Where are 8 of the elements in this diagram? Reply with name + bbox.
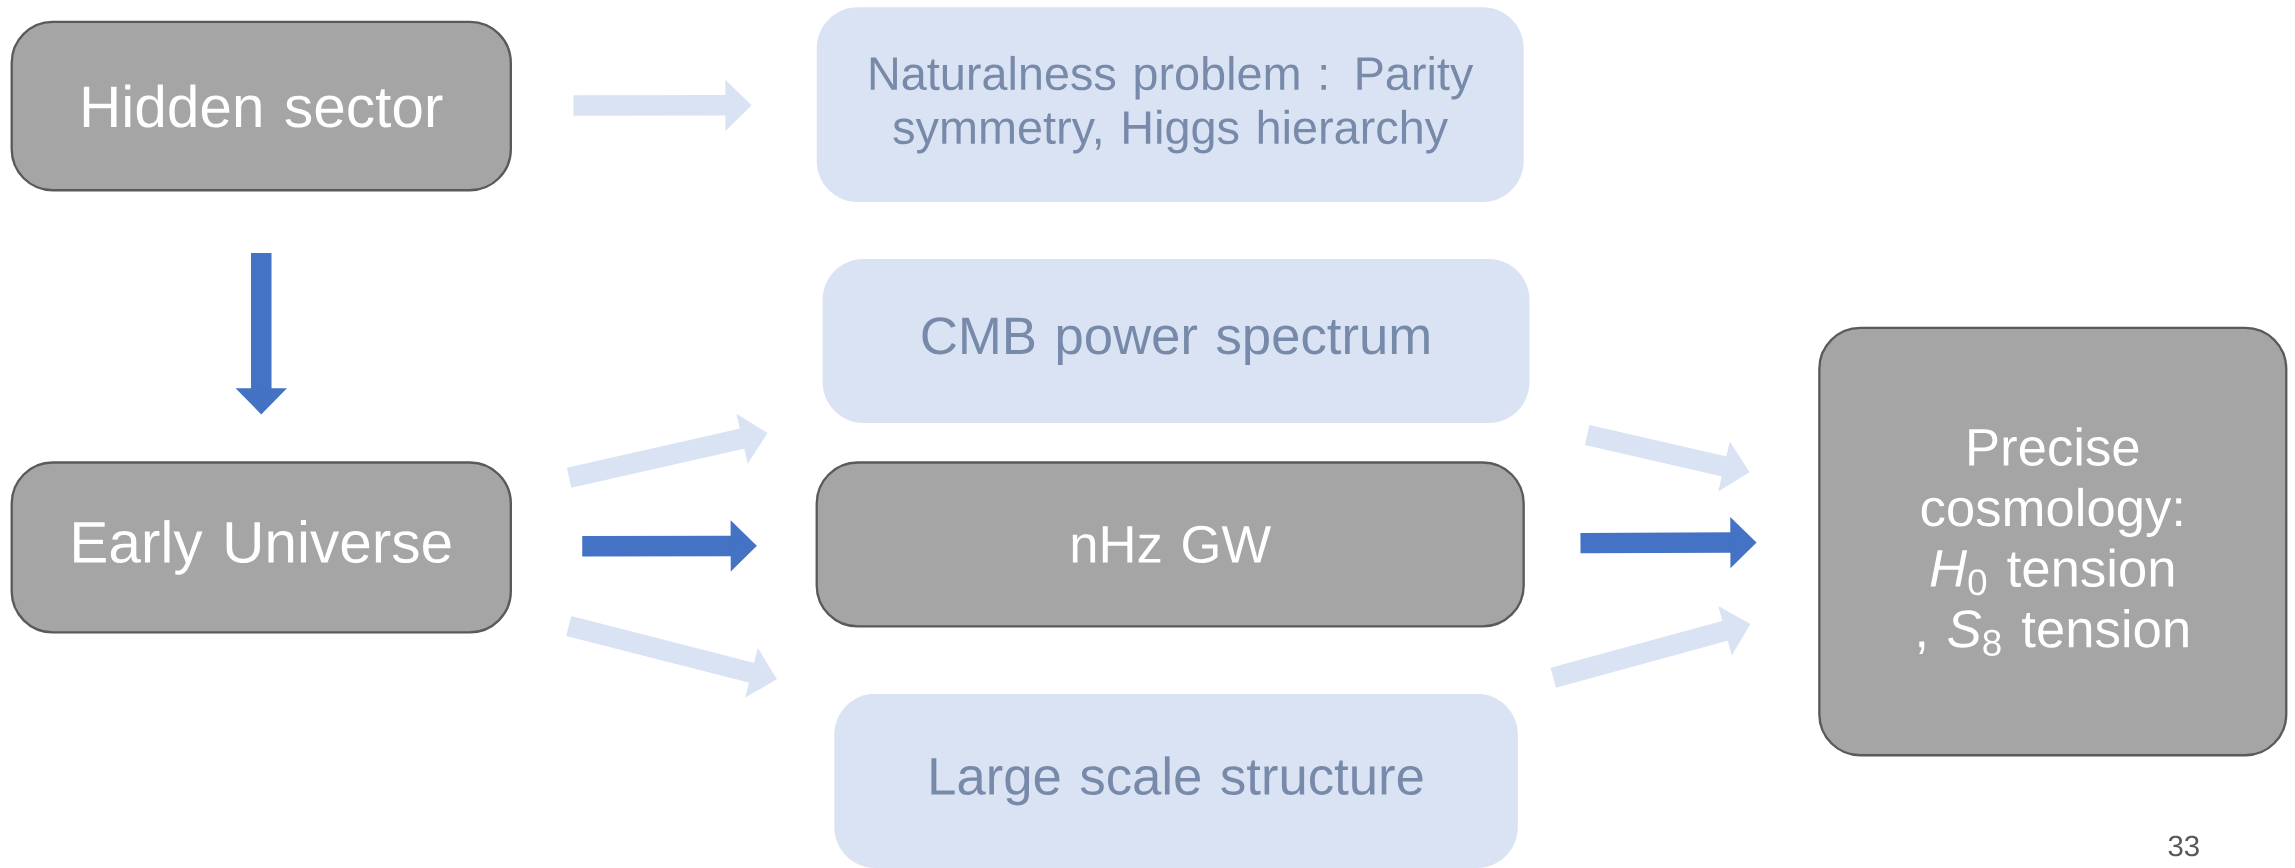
faded-box: Naturalness problem : Parity symmetry, Higgs hierarchy xyxy=(816,7,1524,202)
process-box: Hidden sector xyxy=(10,20,512,192)
process-box: Precise cosmology: H$_{0}$ tension , S$_{8}$ tension xyxy=(1818,326,2288,757)
page-number: 33 xyxy=(2168,835,2199,857)
faded-box: Large scale structure xyxy=(834,693,1518,868)
faded-box: CMB power spectrum xyxy=(822,259,1530,424)
process-box: nHz GW xyxy=(815,461,1525,628)
process-box: Early Universe xyxy=(10,461,512,634)
